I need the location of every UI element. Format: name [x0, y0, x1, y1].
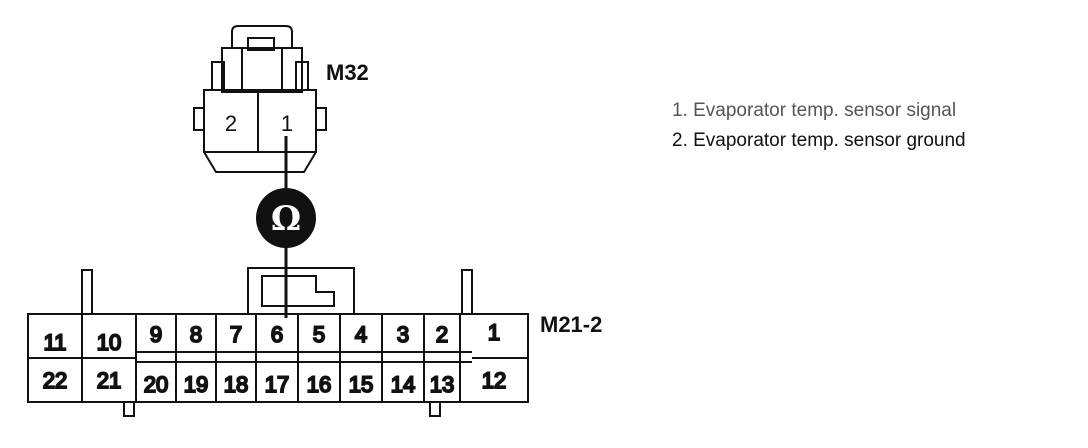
ohmmeter-icon: Ω — [256, 188, 316, 248]
m21-pin-top-6: 6 — [271, 322, 283, 347]
m21-pin-top-2: 2 — [436, 322, 448, 347]
m21-pin-bottom-13: 13 — [430, 372, 454, 397]
m21-pin-bottom-14: 14 — [391, 372, 415, 397]
m32-pin-2: 2 — [225, 111, 237, 136]
m32-side-lug-left — [193, 107, 205, 131]
m21-latch-notch — [261, 275, 335, 307]
ohm-symbol: Ω — [271, 199, 301, 239]
m21-pin-top-11: 11 — [44, 330, 67, 355]
m21-pin-top-3: 3 — [397, 322, 409, 347]
m21-foot-left — [123, 401, 135, 417]
m21-pin-bottom-12: 12 — [482, 368, 506, 393]
legend-item-1: 1. Evaporator temp. sensor signal — [672, 100, 957, 121]
m32-side-lug-right — [315, 107, 327, 131]
m21-pin-top-7: 7 — [230, 322, 242, 347]
m32-tab-slot — [247, 37, 275, 51]
m32-body — [203, 89, 317, 153]
m32-skirt — [203, 151, 317, 173]
legend: 1. Evaporator temp. sensor signal 2. Eva… — [672, 96, 966, 156]
m21-pin-top-4: 4 — [355, 322, 367, 347]
m32-stem — [221, 47, 303, 93]
m21-pin-top-9: 9 — [150, 322, 162, 347]
m32-label: M32 — [326, 60, 369, 85]
m21-2-label: M21-2 — [540, 312, 602, 337]
m21-pin-bottom-18: 18 — [224, 372, 248, 397]
legend-item-2: 2. Evaporator temp. sensor ground — [672, 130, 966, 151]
m32-top-tab — [231, 25, 293, 48]
m21-pin-bottom-16: 16 — [307, 372, 331, 397]
m21-pin-bottom-19: 19 — [184, 372, 208, 397]
m21-pin-bottom-21: 21 — [97, 368, 121, 393]
m21-post-right — [461, 269, 473, 315]
connector-m32 — [193, 25, 327, 173]
m21-pin-top-8: 8 — [190, 322, 202, 347]
m21-pin-top-1: 1 — [488, 320, 500, 345]
m21-pin-top-5: 5 — [313, 322, 325, 347]
m32-pin-1: 1 — [281, 111, 293, 136]
m21-pin-bottom-17: 17 — [265, 372, 289, 397]
m21-post-left — [81, 269, 93, 315]
m21-pin-bottom-20: 20 — [144, 372, 168, 397]
m21-foot-right — [429, 401, 441, 417]
m21-pin-bottom-15: 15 — [349, 372, 373, 397]
m21-latch-hood — [247, 267, 355, 315]
m21-pin-bottom-22: 22 — [43, 368, 67, 393]
m21-pin-top-10: 10 — [97, 330, 121, 355]
